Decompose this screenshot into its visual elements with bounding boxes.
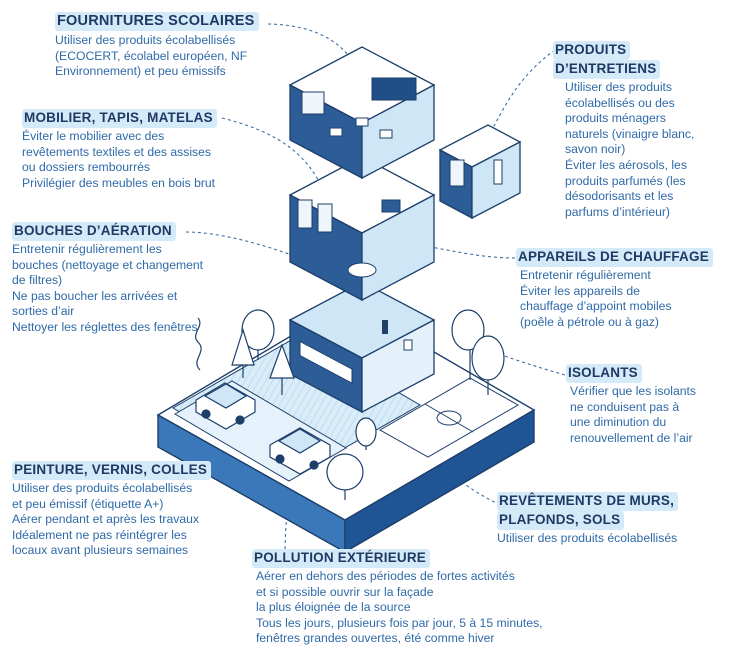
section-line: ou dossiers rembourrés: [22, 160, 151, 175]
trees: [231, 309, 505, 500]
section-revetements: REVÊTEMENTS DE MURS, PLAFONDS, SOLS Util…: [497, 492, 679, 547]
section-line: parfums d’intérieur): [565, 204, 670, 219]
section-isolants: ISOLANTS Vérifier que les isolants ne co…: [566, 364, 696, 446]
section-line: Utiliser des produits écolabellisés: [12, 481, 193, 495]
leader-chauffage: [424, 245, 516, 259]
section-title: ISOLANTS: [566, 364, 642, 383]
section-line: Utiliser des produits: [565, 80, 673, 94]
section-line: produits parfumés (les: [565, 173, 686, 188]
section-line: sorties d’air: [12, 304, 75, 319]
exhaust-smoke-icon: [195, 317, 202, 371]
section-line: Aérer pendant et après les travaux: [12, 512, 199, 527]
section-line: Privilégier des meubles en bois brut: [22, 175, 216, 190]
section-line: produits ménagers: [565, 111, 666, 126]
leader-produits: [491, 49, 556, 131]
cars: [195, 382, 331, 475]
section-title: POLLUTION EXTÉRIEURE: [252, 549, 431, 568]
section-line: Utiliser des produits écolabellisés: [497, 531, 678, 545]
section-title: D’ENTRETIENS: [553, 60, 661, 79]
section-line: Entretenir régulièrement: [520, 268, 651, 282]
section-title: REVÊTEMENTS DE MURS,: [497, 492, 679, 511]
building-floor-2: [288, 156, 436, 302]
building-floor-1: [288, 281, 436, 414]
section-title: BOUCHES D’AÉRATION: [12, 222, 176, 241]
section-line: Ne pas boucher les arrivées et: [12, 288, 178, 303]
section-line: Éviter les aérosols, les: [565, 157, 687, 172]
section-line: Utiliser des produits écolabellisés: [55, 33, 236, 47]
section-bouches-aeration: BOUCHES D’AÉRATION Entretenir régulièrem…: [12, 222, 203, 336]
section-title: PEINTURE, VERNIS, COLLES: [12, 461, 212, 480]
section-title: APPAREILS DE CHAUFFAGE: [516, 248, 713, 267]
section-line: savon noir): [565, 142, 626, 157]
side-room: [438, 124, 522, 220]
section-line: désodorisants et les: [565, 189, 674, 204]
section-title: MOBILIER, TAPIS, MATELAS: [22, 109, 217, 128]
section-line: Éviter le mobilier avec des: [22, 129, 165, 143]
section-line: Éviter les appareils de: [520, 283, 640, 298]
building-floor-3: [288, 46, 436, 180]
leader-fournitures: [267, 23, 367, 89]
section-title: PRODUITS: [553, 41, 631, 60]
section-line: Idéalement ne pas réintégrer les: [12, 527, 187, 542]
section-line: (ECOCERT, écolabel européen, NF: [55, 48, 248, 63]
section-fournitures-scolaires: FOURNITURES SCOLAIRES Utiliser des produ…: [55, 12, 259, 80]
section-line: fenêtres grandes ouvertes, été comme hiv…: [256, 631, 495, 646]
section-title: PLAFONDS, SOLS: [497, 511, 625, 530]
section-line: Aérer en dehors des périodes de fortes a…: [256, 569, 515, 583]
section-line: une diminution du: [570, 415, 667, 430]
section-produits-entretiens: PRODUITS D’ENTRETIENS Utiliser des produ…: [553, 41, 694, 220]
section-line: de filtres): [12, 273, 63, 288]
section-line: et peu émissif (étiquette A+): [12, 496, 164, 511]
section-title: FOURNITURES SCOLAIRES: [55, 12, 259, 31]
section-mobilier-tapis-matelas: MOBILIER, TAPIS, MATELAS Éviter le mobil…: [22, 109, 217, 191]
section-line: Vérifier que les isolants: [570, 384, 696, 398]
section-line: Tous les jours, plusieurs fois par jour,…: [256, 615, 543, 630]
section-line: revêtements textiles et des assises: [22, 144, 211, 159]
section-line: renouvellement de l’air: [570, 430, 693, 445]
leader-bouches: [185, 231, 301, 259]
section-line: (poêle à pétrole ou à gaz): [520, 314, 659, 329]
section-line: Environnement) et peu émissifs: [55, 64, 226, 79]
section-line: naturels (vinaigre blanc,: [565, 126, 695, 141]
section-line: Nettoyer les réglettes des fenêtres: [12, 319, 198, 334]
section-line: locaux avant plusieurs semaines: [12, 543, 189, 558]
section-line: ne conduisent pas à: [570, 399, 680, 414]
section-line: écolabellisés ou des: [565, 95, 675, 110]
section-line: la plus éloignée de la source: [256, 600, 411, 615]
section-line: et si possible ouvrir sur la façade: [256, 584, 434, 599]
section-peinture-vernis-colles: PEINTURE, VERNIS, COLLES Utiliser des pr…: [12, 461, 212, 559]
section-pollution-exterieure: POLLUTION EXTÉRIEURE Aérer en dehors des…: [252, 549, 543, 647]
section-appareils-chauffage: APPAREILS DE CHAUFFAGE Entretenir réguli…: [516, 248, 713, 330]
section-line: chauffage d’appoint mobiles: [520, 299, 672, 314]
section-line: Entretenir régulièrement les: [12, 242, 162, 256]
section-line: bouches (nettoyage et changement: [12, 257, 204, 272]
